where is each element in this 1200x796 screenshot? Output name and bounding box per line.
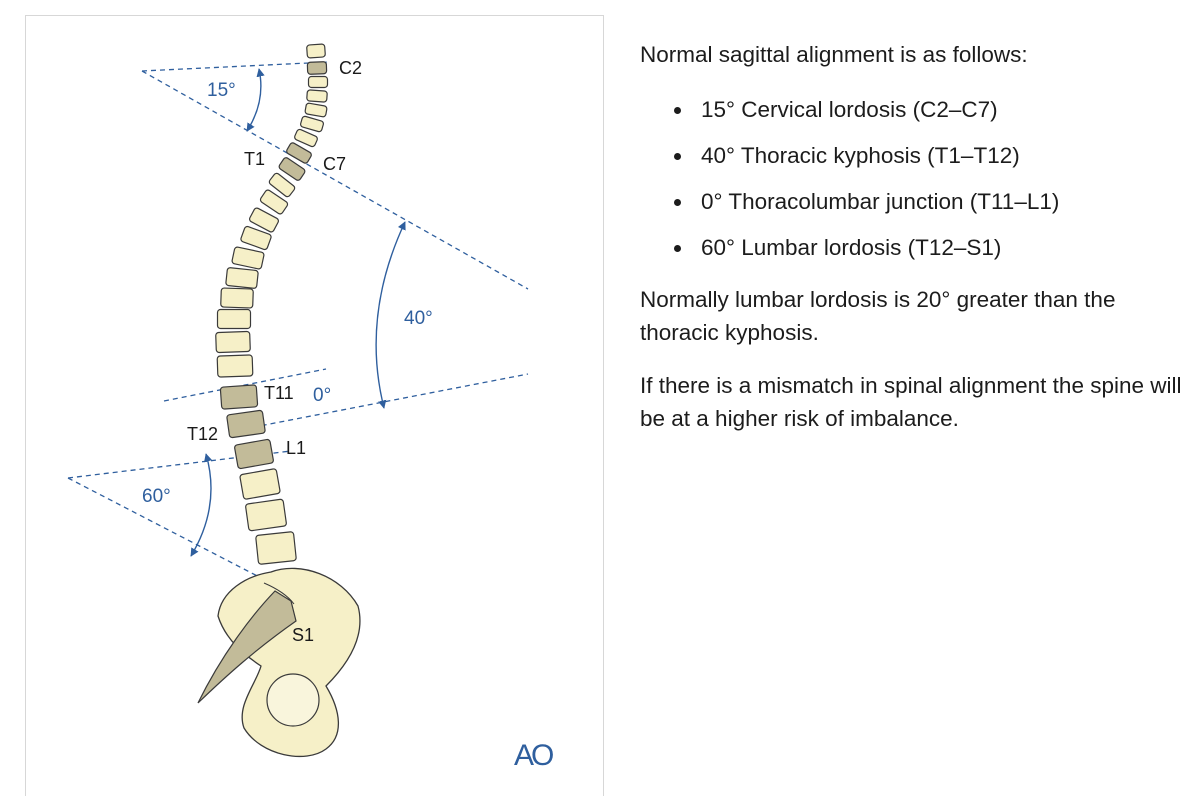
t12-lumbar-line	[67, 450, 292, 479]
label-t11: T11	[264, 383, 294, 403]
vertebra-19	[216, 354, 254, 378]
reference-lines	[67, 61, 529, 597]
spine-diagram: C2 T1 C7 T11 T12 L1 S1 15° 40° 0° 60° AO	[67, 43, 556, 772]
vertebra-23	[239, 468, 281, 500]
vertebra-3	[307, 75, 329, 89]
list-item-text: 15° Cervical lordosis (C2–C7)	[701, 97, 998, 122]
s1-endplate-line	[67, 477, 297, 597]
vertebra-14	[231, 246, 265, 270]
vertebral-column	[215, 43, 329, 565]
vertebra-11	[259, 189, 289, 215]
vertebra-12	[249, 207, 279, 233]
list-item: 40° Thoracic kyphosis (T1–T12)	[674, 133, 1185, 179]
ao-logo: AO	[514, 739, 553, 772]
s1-endplate	[263, 582, 295, 605]
list-item-text: 40° Thoracic kyphosis (T1–T12)	[701, 143, 1020, 168]
description-panel: Normal sagittal alignment is as follows:…	[640, 38, 1185, 455]
angle-arcs	[190, 68, 406, 557]
angle-lumbar: 60°	[142, 486, 171, 507]
vertebra-labels: C2 T1 C7 T11 T12 L1 S1	[187, 58, 362, 645]
spine-figure-panel: C2 T1 C7 T11 T12 L1 S1 15° 40° 0° 60° AO	[25, 15, 604, 796]
vertebra-21	[226, 409, 266, 439]
vertebra-4	[306, 89, 328, 103]
list-item-text: 0° Thoracolumbar junction (T11–L1)	[701, 189, 1060, 214]
label-c2: C2	[339, 58, 362, 78]
obturator-foramen	[266, 673, 320, 727]
vertebra-22	[234, 438, 274, 470]
angle-junction: 0°	[313, 385, 331, 406]
angle-thoracic: 40°	[404, 308, 433, 329]
coccyx	[197, 590, 297, 704]
angle-labels: 15° 40° 0° 60°	[142, 80, 433, 507]
label-t1: T1	[244, 149, 265, 169]
alignment-list: 15° Cervical lordosis (C2–C7) 40° Thorac…	[640, 87, 1185, 271]
angle-cervical: 15°	[207, 80, 236, 101]
label-s1: S1	[292, 625, 314, 645]
bullet-icon	[674, 199, 681, 206]
vertebra-2	[306, 61, 328, 75]
thoracic-angle-arc	[375, 221, 406, 409]
list-item: 60° Lumbar lordosis (T12–S1)	[674, 225, 1185, 271]
vertebra-8	[286, 142, 312, 164]
vertebra-18	[215, 330, 251, 354]
intro-text: Normal sagittal alignment is as follows:	[640, 42, 1028, 67]
label-t12: T12	[187, 424, 218, 444]
vertebra-7	[294, 128, 318, 148]
label-l1: L1	[286, 438, 306, 458]
vertebra-16	[220, 287, 254, 309]
vertebra-17	[216, 308, 252, 330]
bullet-icon	[674, 107, 681, 114]
vertebra-5	[304, 102, 328, 118]
vertebra-25	[255, 531, 297, 565]
list-item: 0° Thoracolumbar junction (T11–L1)	[674, 179, 1185, 225]
paragraph-lordosis: Normally lumbar lordosis is 20° greater …	[640, 287, 1116, 345]
c7-endplate-line	[141, 70, 529, 290]
vertebra-15	[225, 267, 259, 289]
bullet-icon	[674, 245, 681, 252]
cervical-angle-arc	[246, 68, 265, 132]
vertebra-9	[278, 157, 306, 181]
vertebra-1	[306, 43, 326, 59]
lumbar-angle-arc	[190, 453, 213, 557]
vertebra-10	[268, 172, 296, 198]
list-item: 15° Cervical lordosis (C2–C7)	[674, 87, 1185, 133]
vertebra-13	[240, 225, 272, 251]
vertebra-6	[300, 115, 324, 133]
vertebra-20	[219, 384, 259, 410]
vertebra-24	[245, 498, 287, 532]
bullet-icon	[674, 153, 681, 160]
pelvis	[197, 567, 361, 758]
paragraph-mismatch: If there is a mismatch in spinal alignme…	[640, 373, 1182, 431]
label-c7: C7	[323, 154, 346, 174]
list-item-text: 60° Lumbar lordosis (T12–S1)	[701, 235, 1002, 260]
c2-endplate-line	[141, 61, 330, 72]
